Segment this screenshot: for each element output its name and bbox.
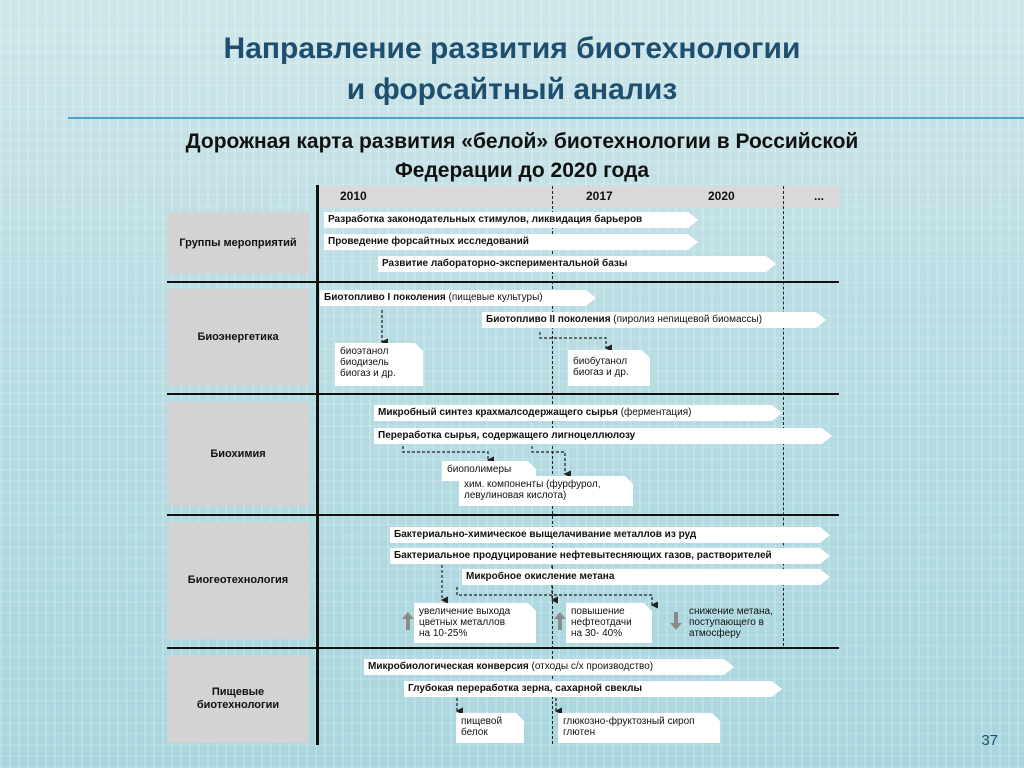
row-separator bbox=[167, 281, 839, 283]
row-label-bioenergy: Биоэнергетика bbox=[167, 289, 309, 386]
row-label-biochemistry: Биохимия bbox=[167, 402, 309, 506]
timeline-axis bbox=[316, 185, 319, 745]
bar-methane-oxidation: Микробное окисление метана bbox=[462, 569, 830, 585]
year-2010: 2010 bbox=[340, 189, 367, 203]
slide-title-line1: Направление развития биотехнологии bbox=[223, 32, 801, 65]
bar-bacterial-gas-production: Бактериальное продуцирование нефтевытесн… bbox=[390, 548, 830, 564]
bar-bacterial-leaching: Бактериально-химическое выщелачивание ме… bbox=[390, 527, 830, 543]
page-number: 37 bbox=[981, 732, 998, 749]
bar-lignocellulose-processing: Переработка сырья, содержащего лигноцелл… bbox=[374, 428, 832, 444]
note-chemical-components: хим. компоненты (фурфурол,левулиновая ки… bbox=[459, 476, 633, 506]
arrow-down-icon bbox=[670, 612, 682, 630]
row-label-biogeotechnology: Биогеотехнология bbox=[167, 522, 309, 639]
roadmap-subtitle-line2: Федерации до 2020 года bbox=[394, 159, 650, 182]
bar-foresight-research: Проведение форсайтных исследований bbox=[324, 234, 698, 250]
row-separator bbox=[167, 514, 839, 516]
timeline-header bbox=[320, 186, 840, 208]
roadmap-subtitle-line1: Дорожная карта развития «белой» биотехно… bbox=[185, 130, 859, 153]
bar-microbiological-conversion: Микробиологическая конверсия (отходы с/х… bbox=[364, 659, 734, 675]
year-2020: 2020 bbox=[708, 189, 735, 203]
bar-biofuel-gen2: Биотопливо II поколения (пиролиз непищев… bbox=[482, 312, 826, 328]
year-2017: 2017 bbox=[586, 189, 613, 203]
bar-deep-grain-processing: Глубокая переработка зерна, сахарной све… bbox=[404, 681, 782, 697]
title-divider bbox=[68, 117, 1024, 119]
row-label-groups: Группы мероприятий bbox=[167, 212, 309, 274]
row-separator bbox=[167, 647, 839, 649]
bar-biofuel-gen1: Биотопливо I поколения (пищевые культуры… bbox=[320, 290, 596, 306]
arrow-up-icon bbox=[554, 612, 566, 630]
bar-microbial-starch-synthesis: Микробный синтез крахмалсодержащего сырь… bbox=[374, 405, 782, 421]
year-more: ... bbox=[814, 189, 825, 203]
row-label-food-biotech: Пищевые биотехнологии bbox=[167, 655, 309, 743]
year-2020-guide bbox=[783, 186, 784, 646]
bar-legislative-stimuli: Разработка законодательных стимулов, лик… bbox=[324, 212, 698, 228]
year-2017-guide bbox=[552, 186, 553, 744]
row-separator bbox=[167, 393, 839, 395]
bar-lab-base-development: Развитие лабораторно-экспериментальной б… bbox=[378, 256, 776, 272]
slide-title-line2: и форсайтный анализ bbox=[346, 73, 678, 106]
arrow-up-icon bbox=[402, 612, 414, 630]
